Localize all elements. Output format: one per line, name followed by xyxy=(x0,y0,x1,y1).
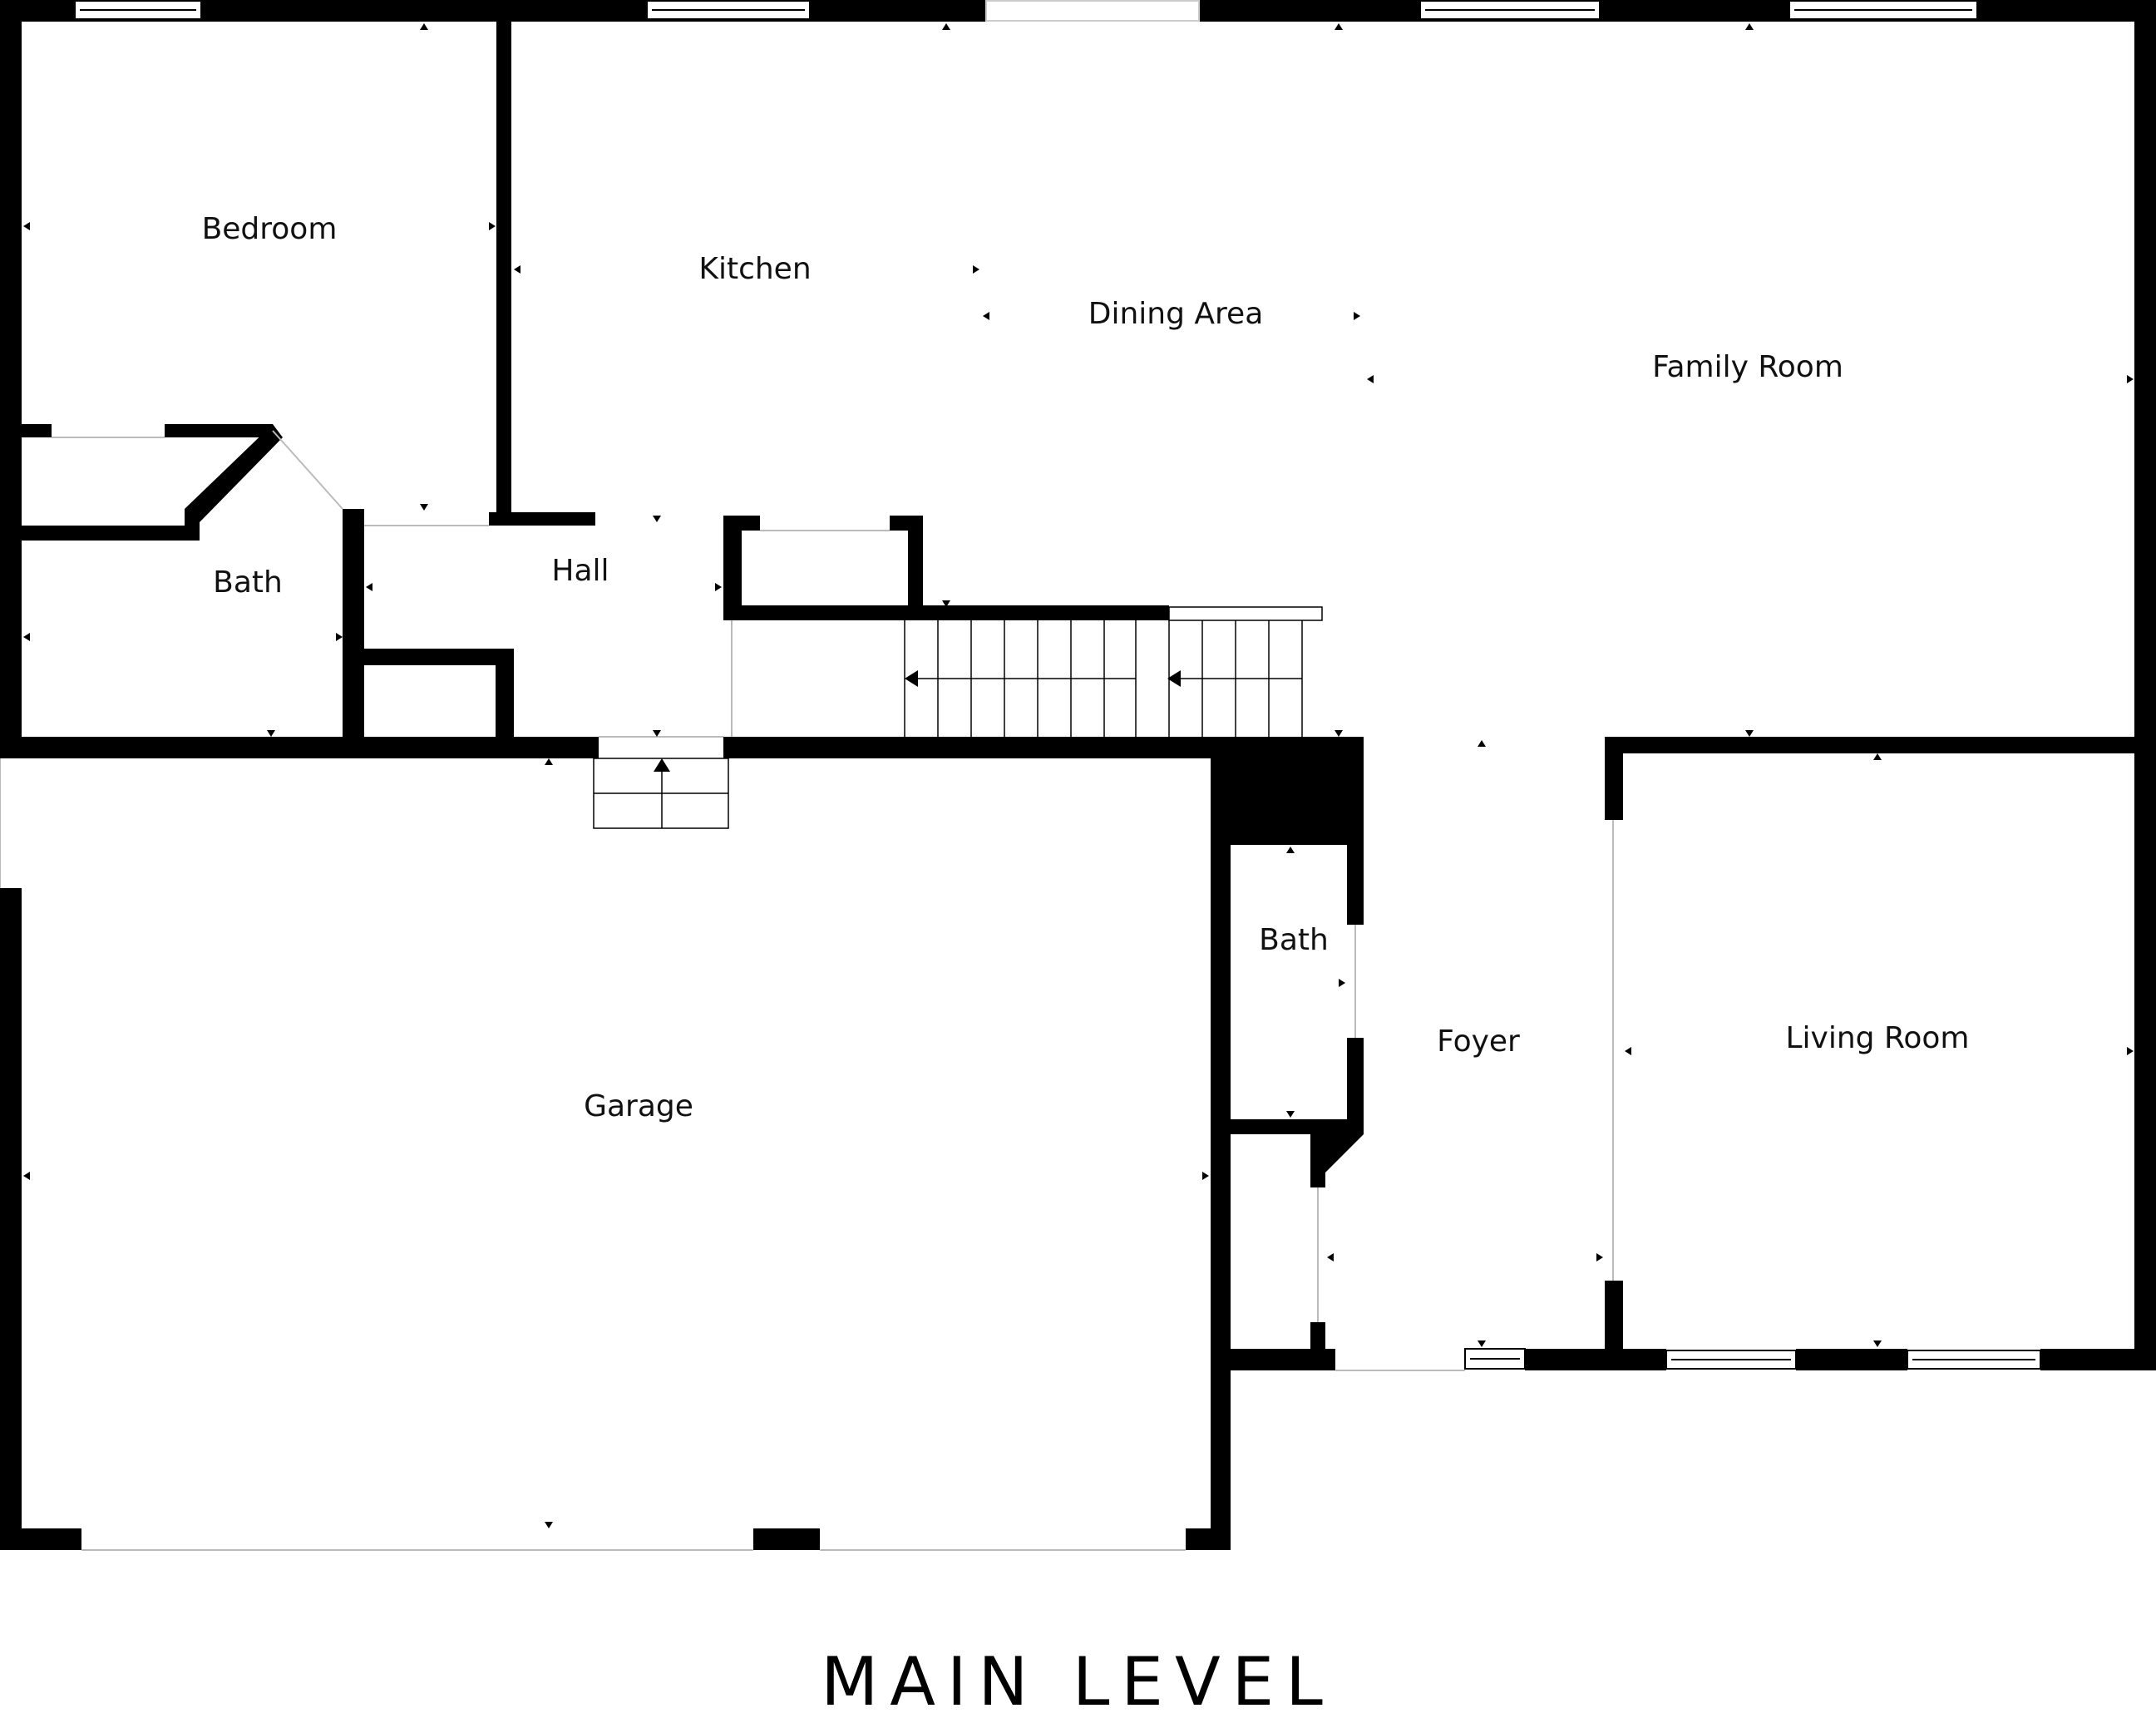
room-label-kitchen: Kitchen xyxy=(698,252,811,286)
room-labels: Bedroom Kitchen Dining Area Family Room … xyxy=(202,212,1970,1123)
walls xyxy=(0,0,2156,1550)
stair-arrows xyxy=(905,670,1181,687)
markers xyxy=(23,23,2134,1528)
room-label-foyer: Foyer xyxy=(1437,1024,1520,1059)
room-label-hall: Hall xyxy=(551,554,609,588)
windows xyxy=(74,0,2041,1370)
room-label-dining-area: Dining Area xyxy=(1088,297,1264,331)
room-label-family-room: Family Room xyxy=(1652,350,1843,384)
room-label-garage: Garage xyxy=(584,1089,693,1123)
step-arrow xyxy=(654,758,670,772)
level-title: MAIN LEVEL xyxy=(821,1643,1335,1721)
openings xyxy=(0,430,1614,1551)
room-label-bath-upper: Bath xyxy=(213,565,283,600)
room-label-bedroom: Bedroom xyxy=(202,212,338,246)
staircase xyxy=(904,606,1323,737)
room-label-living-room: Living Room xyxy=(1786,1021,1970,1055)
garage-steps xyxy=(593,758,729,829)
room-label-bath-lower: Bath xyxy=(1259,923,1329,957)
